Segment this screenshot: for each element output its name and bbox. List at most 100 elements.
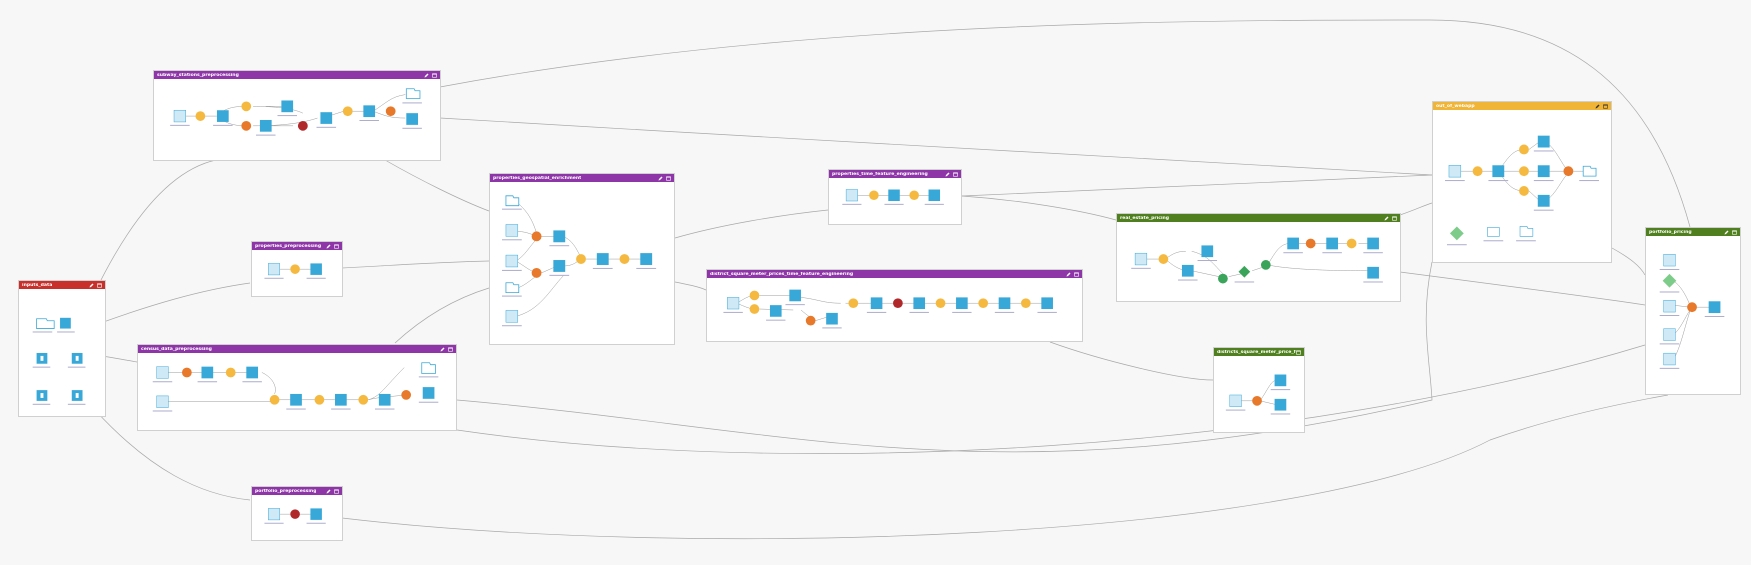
zone-header: properties_geospatial_enrichment: [490, 174, 674, 182]
window-icon[interactable]: [432, 72, 437, 78]
link-time-realestate: [961, 195, 1117, 221]
dataset-node: [1274, 374, 1287, 387]
folder-icon: [36, 318, 55, 329]
dataset-node: [156, 395, 169, 408]
dataset-node: [156, 366, 169, 379]
link-realestate-pricing: [1399, 271, 1646, 306]
edit-icon[interactable]: [424, 73, 429, 78]
zone-header: inputs_data: [19, 281, 105, 289]
zone-inputs-data[interactable]: inputs_data: [18, 280, 106, 417]
recipe-node: [314, 394, 325, 405]
zone-district-square-meter-prices[interactable]: district_square_meter_prices_time_featur…: [706, 269, 1083, 342]
edit-icon[interactable]: [1595, 104, 1600, 109]
zone-body: [154, 79, 440, 160]
dataset-node: [259, 119, 272, 132]
window-icon[interactable]: [1296, 349, 1301, 355]
recipe-node: [749, 290, 760, 301]
zone-properties-time-feature-engineering[interactable]: properties_time_feature_engineering: [828, 169, 962, 225]
edit-icon[interactable]: [1066, 272, 1071, 277]
window-icon[interactable]: [1603, 103, 1608, 109]
window-icon[interactable]: [1392, 215, 1397, 221]
zone-body: [1433, 110, 1611, 262]
recipe-node: [576, 254, 586, 264]
window-icon[interactable]: [953, 171, 958, 177]
dataset-node: [268, 508, 281, 521]
recipe-node: [290, 264, 300, 274]
zone-out-of-webapp[interactable]: out_of_webapp: [1432, 101, 1612, 263]
recipe-node: [1020, 298, 1031, 309]
edit-icon[interactable]: [945, 172, 950, 177]
dataset-node: [363, 105, 376, 118]
zone-title: inputs_data: [22, 282, 53, 288]
link-inputs-subway: [94, 159, 217, 293]
edit-icon[interactable]: [1724, 230, 1729, 235]
dataset-node: [888, 189, 900, 201]
window-icon[interactable]: [1074, 271, 1079, 277]
link-inputs-properties: [94, 282, 251, 326]
zone-title: properties_geospatial_enrichment: [493, 175, 582, 181]
recipe-node: [1563, 166, 1574, 177]
link-census-geospatial: [394, 287, 490, 344]
zone-header: district_square_meter_prices_time_featur…: [707, 270, 1082, 278]
window-icon[interactable]: [448, 346, 453, 352]
edit-icon[interactable]: [326, 489, 331, 494]
window-icon[interactable]: [334, 488, 339, 494]
dataset-node: [1537, 135, 1550, 148]
dataset-node: [1134, 252, 1148, 266]
zone-subway-stations-preprocessing[interactable]: subway_stations_preprocessing: [153, 70, 441, 161]
edit-icon[interactable]: [440, 347, 445, 352]
zone-body: [252, 250, 342, 296]
window-icon[interactable]: [1732, 229, 1737, 235]
zone-body: [1214, 356, 1304, 432]
edit-icon[interactable]: [1384, 216, 1389, 221]
zone-header: portfolio_preprocessing: [252, 487, 342, 495]
zone-title: subway_stations_preprocessing: [157, 72, 239, 78]
recipe-node: [893, 298, 903, 309]
window-icon[interactable]: [334, 243, 339, 249]
dataset-node: [640, 253, 653, 265]
dataset-node: [928, 189, 941, 201]
window-icon[interactable]: [666, 175, 671, 181]
recipe-node: [1305, 238, 1316, 249]
edit-icon[interactable]: [326, 244, 331, 249]
dataset-node: [216, 110, 229, 122]
link-geospatial-time: [674, 209, 829, 239]
recipe-node: [241, 120, 252, 131]
dataset-node: [173, 109, 186, 123]
dataset-node: [320, 112, 333, 124]
zone-body: [707, 278, 1082, 341]
recipe-node: [358, 394, 369, 405]
zone-properties-preprocessing[interactable]: properties_preprocessing: [251, 241, 343, 297]
zone-header: out_of_webapp: [1433, 102, 1611, 110]
recipe-node: [1472, 166, 1483, 177]
zone-title: properties_time_feature_engineering: [832, 171, 928, 177]
dataset-node: [789, 289, 801, 302]
recipe-node: [909, 190, 919, 201]
zone-census-data-preprocessing[interactable]: census_data_preprocessing: [137, 344, 457, 431]
zone-portfolio-pricing[interactable]: portfolio_pricing: [1645, 227, 1741, 395]
folder-icon: [1582, 165, 1597, 177]
edit-icon[interactable]: [658, 176, 663, 181]
dataset-node: [60, 317, 71, 329]
recipe-node: [619, 254, 630, 264]
dataset-node: [1326, 237, 1338, 250]
zone-header: properties_time_feature_engineering: [829, 170, 961, 178]
zone-district-price-forecast[interactable]: districts_square_meter_price_forecast: [1213, 347, 1305, 433]
dataset-node: [378, 393, 391, 406]
link-district-forecast: [1049, 341, 1214, 381]
zone-real-estate-pricing[interactable]: real_estate_pricing: [1116, 213, 1401, 302]
dataset-node: [310, 263, 322, 275]
dataset-node: [1287, 237, 1299, 250]
folder-icon: [405, 88, 421, 99]
dataset-node: [1274, 398, 1287, 411]
zone-properties-geospatial-enrichment[interactable]: properties_geospatial_enrichment: [489, 173, 675, 345]
recipe-node: [1158, 254, 1169, 264]
recipe-node: [241, 101, 252, 112]
window-icon[interactable]: [97, 282, 102, 288]
dataset-node: [505, 254, 519, 268]
zone-portfolio-preprocessing[interactable]: portfolio_preprocessing: [251, 486, 343, 541]
recipe-node: [805, 315, 816, 326]
recipe-node: [195, 111, 206, 121]
edit-icon[interactable]: [89, 283, 94, 288]
